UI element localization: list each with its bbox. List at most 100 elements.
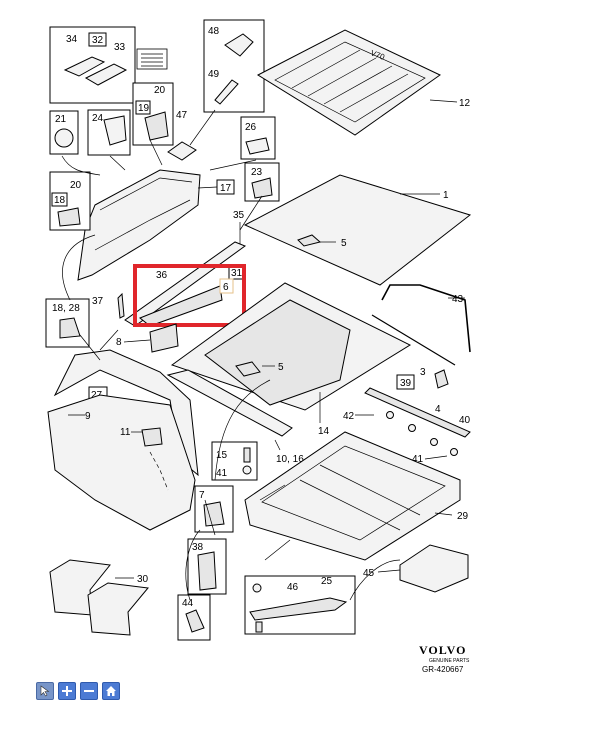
leader-18-28 — [62, 234, 96, 301]
zoom-in-button[interactable] — [58, 682, 76, 700]
callout-32-box — [88, 32, 107, 47]
clip-23-shape — [251, 177, 273, 199]
callout-39-box — [396, 374, 415, 390]
callout-23: 23 — [251, 167, 263, 178]
cursor-icon — [40, 685, 50, 697]
callout-26: 26 — [245, 122, 257, 133]
callout-48: 48 — [208, 26, 220, 37]
callout-36: 36 — [156, 270, 168, 281]
callout-6: 6 — [223, 282, 229, 293]
callout-33: 33 — [114, 42, 126, 53]
callout-12: 12 — [459, 98, 471, 109]
bolt-25-shape — [185, 609, 205, 633]
callout-31: 31 — [231, 268, 243, 279]
zoom-out-button[interactable] — [80, 682, 98, 700]
clip-48-shape — [224, 33, 254, 57]
cover-38-left — [49, 559, 111, 616]
callout-6-box — [219, 278, 234, 294]
rail-hooks — [386, 411, 458, 456]
callout-3: 3 — [420, 367, 426, 378]
plus-icon — [62, 686, 72, 696]
washer-15-shape — [242, 465, 252, 475]
callout-7: 29 — [457, 511, 469, 522]
clip-10-16-shape — [203, 501, 225, 527]
handle-5-mid — [235, 361, 261, 377]
callout-21: 21 — [55, 114, 67, 125]
clip-47-shape — [167, 141, 197, 161]
callout-20-top: 20 — [154, 85, 166, 96]
sill-13 — [166, 369, 293, 437]
callout-11: 11 — [120, 427, 131, 438]
clip-34-shape — [63, 56, 106, 77]
home-button[interactable] — [102, 682, 120, 700]
diagram-code: GR-420667 — [422, 665, 464, 674]
callout-40: 40 — [459, 415, 471, 426]
block-18-shape — [57, 207, 81, 227]
callout-2: 14 — [318, 426, 330, 437]
leader-lines — [61, 109, 401, 601]
bolt-14-shape — [243, 447, 251, 463]
callout-34: 34 — [66, 34, 78, 45]
rail-39 — [364, 387, 471, 438]
callout-19: 19 — [138, 103, 150, 114]
strap-3-shape — [371, 314, 456, 366]
cursor-tool-button[interactable] — [36, 682, 54, 700]
nut-45-shape — [252, 583, 262, 593]
bolt-clip-box — [203, 19, 265, 113]
callout-5-mid: 5 — [278, 362, 284, 373]
screw-49-shape — [214, 79, 239, 105]
callout-46: 25 — [321, 576, 333, 587]
callout-8: 8 — [116, 337, 122, 348]
tailgate-upper-trim — [53, 349, 199, 477]
callout-41: 41 — [412, 454, 424, 465]
handle-11-shape — [141, 427, 163, 447]
callout-35: 35 — [233, 210, 245, 221]
callout-24: 24 — [92, 113, 104, 124]
callout-13: 10, 16 — [276, 454, 304, 465]
callout-18-box — [51, 192, 68, 207]
callout-4: 4 — [435, 404, 441, 415]
callout-29: 38 — [192, 542, 204, 553]
home-icon — [106, 686, 116, 696]
screw-44-shape — [255, 621, 263, 633]
clip-33-shape — [84, 63, 128, 86]
callout-45: 46 — [287, 582, 299, 593]
bolt-26-shape — [245, 137, 270, 155]
callout-15: 41 — [216, 468, 228, 479]
bracket-46-shape — [249, 597, 348, 621]
callout-27: 27 — [91, 390, 103, 401]
callout-10-16: 7 — [199, 490, 205, 501]
callout-1: 1 — [443, 190, 449, 201]
callout-49: 49 — [208, 69, 220, 80]
clip-18-28-shape — [59, 317, 81, 339]
callout-14: 15 — [216, 450, 228, 461]
callout-5-top: 5 — [341, 238, 347, 249]
cargo-tray-12 — [256, 29, 441, 136]
callout-39: 39 — [400, 378, 412, 389]
callout-18: 18 — [54, 195, 66, 206]
highlight-box — [133, 264, 246, 327]
brand-name: VOLVO — [419, 643, 466, 657]
callout-30: 45 — [363, 568, 375, 579]
callout-38: 30 — [137, 574, 149, 585]
callout-9: 9 — [85, 411, 91, 422]
clip-24-shape — [103, 115, 127, 146]
callout-17: 17 — [220, 183, 232, 194]
minus-icon — [84, 690, 94, 692]
clip-29-shape — [197, 551, 217, 591]
callout-18-28: 18, 28 — [52, 303, 80, 314]
callout-37: 37 — [92, 296, 104, 307]
clip-21-shape — [54, 128, 74, 148]
callout-47: 47 — [176, 110, 188, 121]
callout-42: 42 — [343, 411, 355, 422]
floor-panel-1 — [243, 174, 472, 286]
callout-25: 44 — [182, 598, 194, 609]
first-aid-kit-30 — [399, 544, 469, 593]
callout-32: 32 — [92, 35, 104, 46]
callout-20-left: 20 — [70, 180, 82, 191]
cover-38-right — [87, 582, 149, 636]
callout-19-box — [135, 100, 151, 115]
callout-43: 43 — [452, 294, 464, 305]
pin-37-shape — [117, 292, 125, 319]
